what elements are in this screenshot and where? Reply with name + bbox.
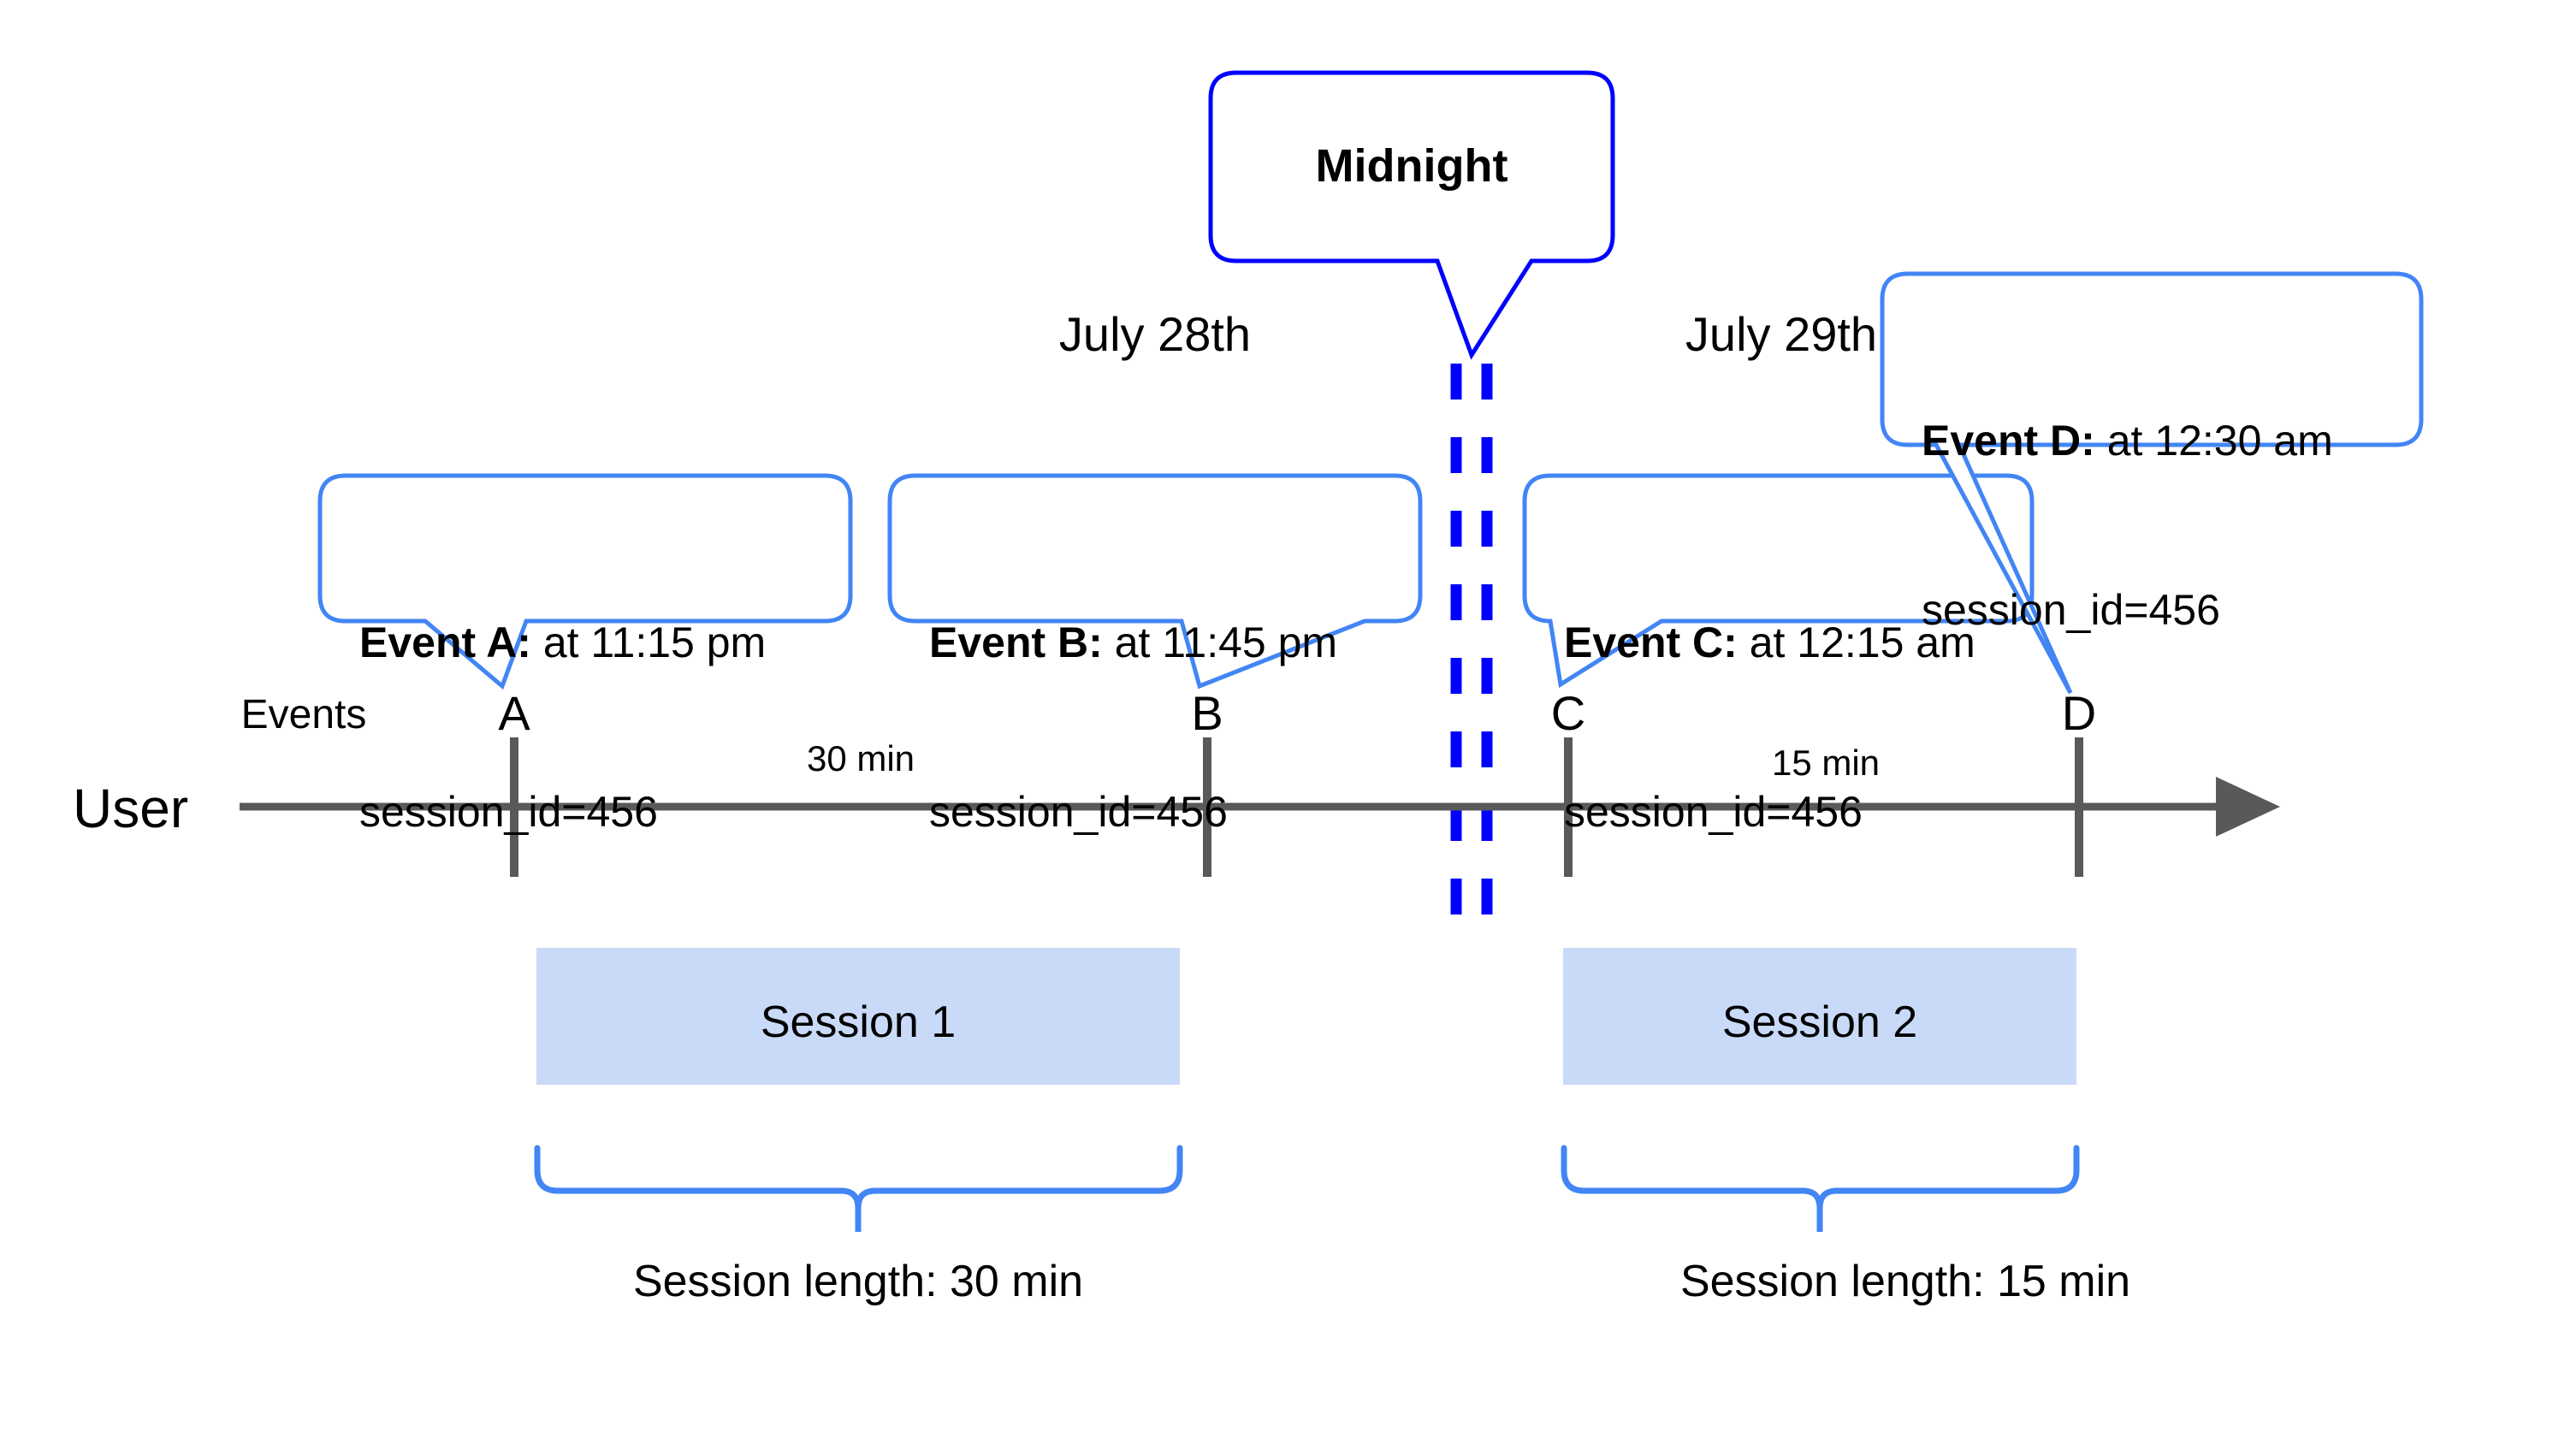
event-b-bold-prefix: Event B: xyxy=(929,619,1103,666)
session-1-length-label: Session length: 30 min xyxy=(632,1257,1084,1306)
midnight-callout-label: Midnight xyxy=(1315,140,1508,192)
event-a-callout-text: Event A: at 11:15 pm session_id=456 xyxy=(359,501,847,953)
session-2-length-label: Session length: 15 min xyxy=(1679,1257,2131,1306)
marker-letter-a: A xyxy=(498,686,530,740)
midnight-dashed-lines xyxy=(1450,364,1493,932)
date-label-july-28: July 28th xyxy=(1058,307,1252,361)
event-b-time: at 11:45 pm xyxy=(1102,619,1338,666)
event-d-time: at 12:30 am xyxy=(2094,417,2333,465)
marker-letter-b: B xyxy=(1191,686,1223,740)
event-a-session-id: session_id=456 xyxy=(359,788,658,836)
event-d-session-id: session_id=456 xyxy=(1922,586,2220,634)
event-c-callout-shape xyxy=(1522,473,2035,689)
event-c-time: at 12:15 am xyxy=(1737,619,1975,666)
session-1-box-label: Session 1 xyxy=(760,997,957,1047)
marker-letter-d: D xyxy=(2061,686,2097,740)
event-d-bold-prefix: Event D: xyxy=(1922,417,2095,465)
interval-label-a-to-b: 30 min xyxy=(806,738,915,778)
event-a-callout-shape xyxy=(317,473,853,690)
session-2-brace-shape xyxy=(1561,1145,2080,1232)
marker-letter-c: C xyxy=(1550,686,1586,740)
date-label-july-29: July 29th xyxy=(1685,307,1878,361)
event-a-time: at 11:15 pm xyxy=(530,619,767,666)
event-d-callout-text: Event D: at 12:30 am session_id=456 xyxy=(1922,299,2426,751)
session-1-box-shape xyxy=(536,948,1180,1085)
timeline-axis xyxy=(240,777,2280,837)
timeline-tick-marks xyxy=(510,737,2083,877)
session-2-box-shape xyxy=(1563,948,2076,1085)
event-b-callout-text: Event B: at 11:45 pm session_id=456 xyxy=(929,501,1417,953)
row-label-events: Events xyxy=(240,692,367,737)
row-label-user: User xyxy=(73,778,189,839)
event-b-session-id: session_id=456 xyxy=(929,788,1228,836)
event-d-callout-shape xyxy=(1880,271,2424,695)
session-2-box-label: Session 2 xyxy=(1721,997,1918,1047)
interval-label-c-to-d: 15 min xyxy=(1771,743,1881,783)
event-c-callout-text: Event C: at 12:15 am session_id=456 xyxy=(1564,501,2043,953)
event-c-session-id: session_id=456 xyxy=(1564,788,1863,836)
event-c-bold-prefix: Event C: xyxy=(1564,619,1738,666)
event-b-callout-shape xyxy=(887,473,1423,690)
session-1-brace-shape xyxy=(534,1145,1183,1232)
event-a-bold-prefix: Event A: xyxy=(359,619,531,666)
midnight-callout-shape xyxy=(1208,70,1615,360)
